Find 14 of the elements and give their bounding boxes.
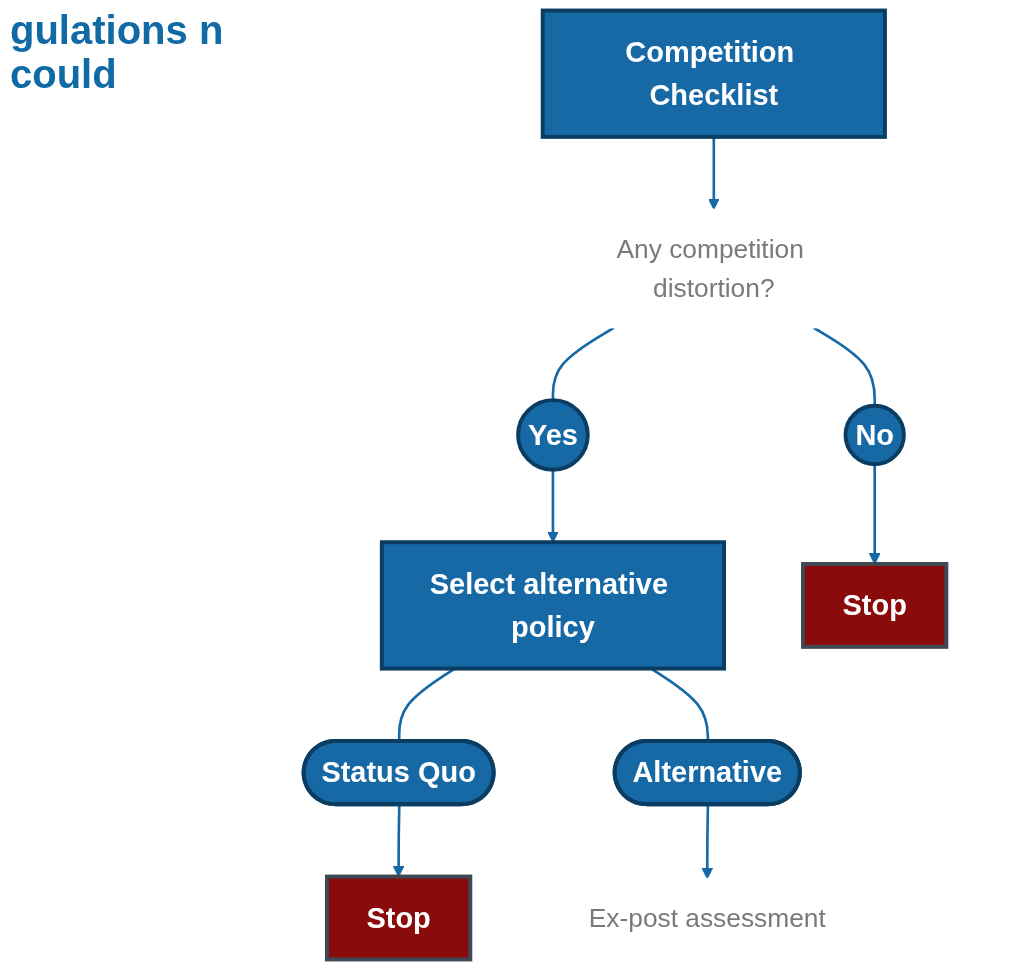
node-box: Stop xyxy=(801,561,949,649)
arrow xyxy=(547,469,559,543)
node-box: Competition Checklist xyxy=(540,8,887,139)
node-text: Ex-post assessment xyxy=(588,903,826,933)
node-circle: No xyxy=(843,403,906,467)
arrow xyxy=(708,136,720,210)
node-box: Stop xyxy=(325,874,473,962)
slide-title: gulations n could xyxy=(10,8,225,96)
node-text: Any competition distortion? xyxy=(616,234,804,303)
arrow xyxy=(701,804,714,880)
node-box: Select alternative policy xyxy=(379,540,727,671)
connector xyxy=(813,326,876,406)
connector xyxy=(551,326,615,401)
node-circle: Yes xyxy=(516,398,590,472)
